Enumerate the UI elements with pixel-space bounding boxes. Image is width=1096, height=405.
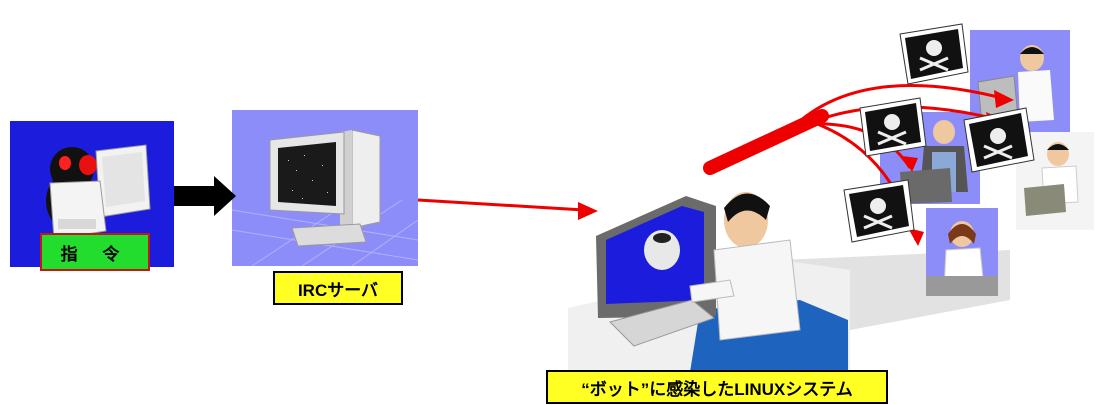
attacker-penguin-icon [46,144,151,240]
victim-computer-4 [926,208,998,296]
user-at-computer-icon [900,120,968,204]
bot-penguin-icon [644,230,680,270]
irc-server-panel [232,110,418,266]
server-to-bot-arrow [417,198,598,220]
victim-computer-3 [1016,132,1094,230]
irc-server-computer-icon [232,129,418,266]
infected-system-label: “ボット”に感染したLINUXシステム [546,370,888,404]
attacker-panel [10,121,174,267]
irc-server-label: IRCサーバ [273,271,403,305]
user-at-computer-icon [1024,142,1079,216]
pirate-flag-icon [843,179,915,243]
pirate-flag-icon [859,97,927,157]
command-label: 指 令 [40,233,150,271]
user-at-computer-icon [926,221,998,296]
pirate-flag-icon [899,23,969,85]
command-arrow [174,176,236,216]
pirate-flag-icon [963,107,1035,173]
